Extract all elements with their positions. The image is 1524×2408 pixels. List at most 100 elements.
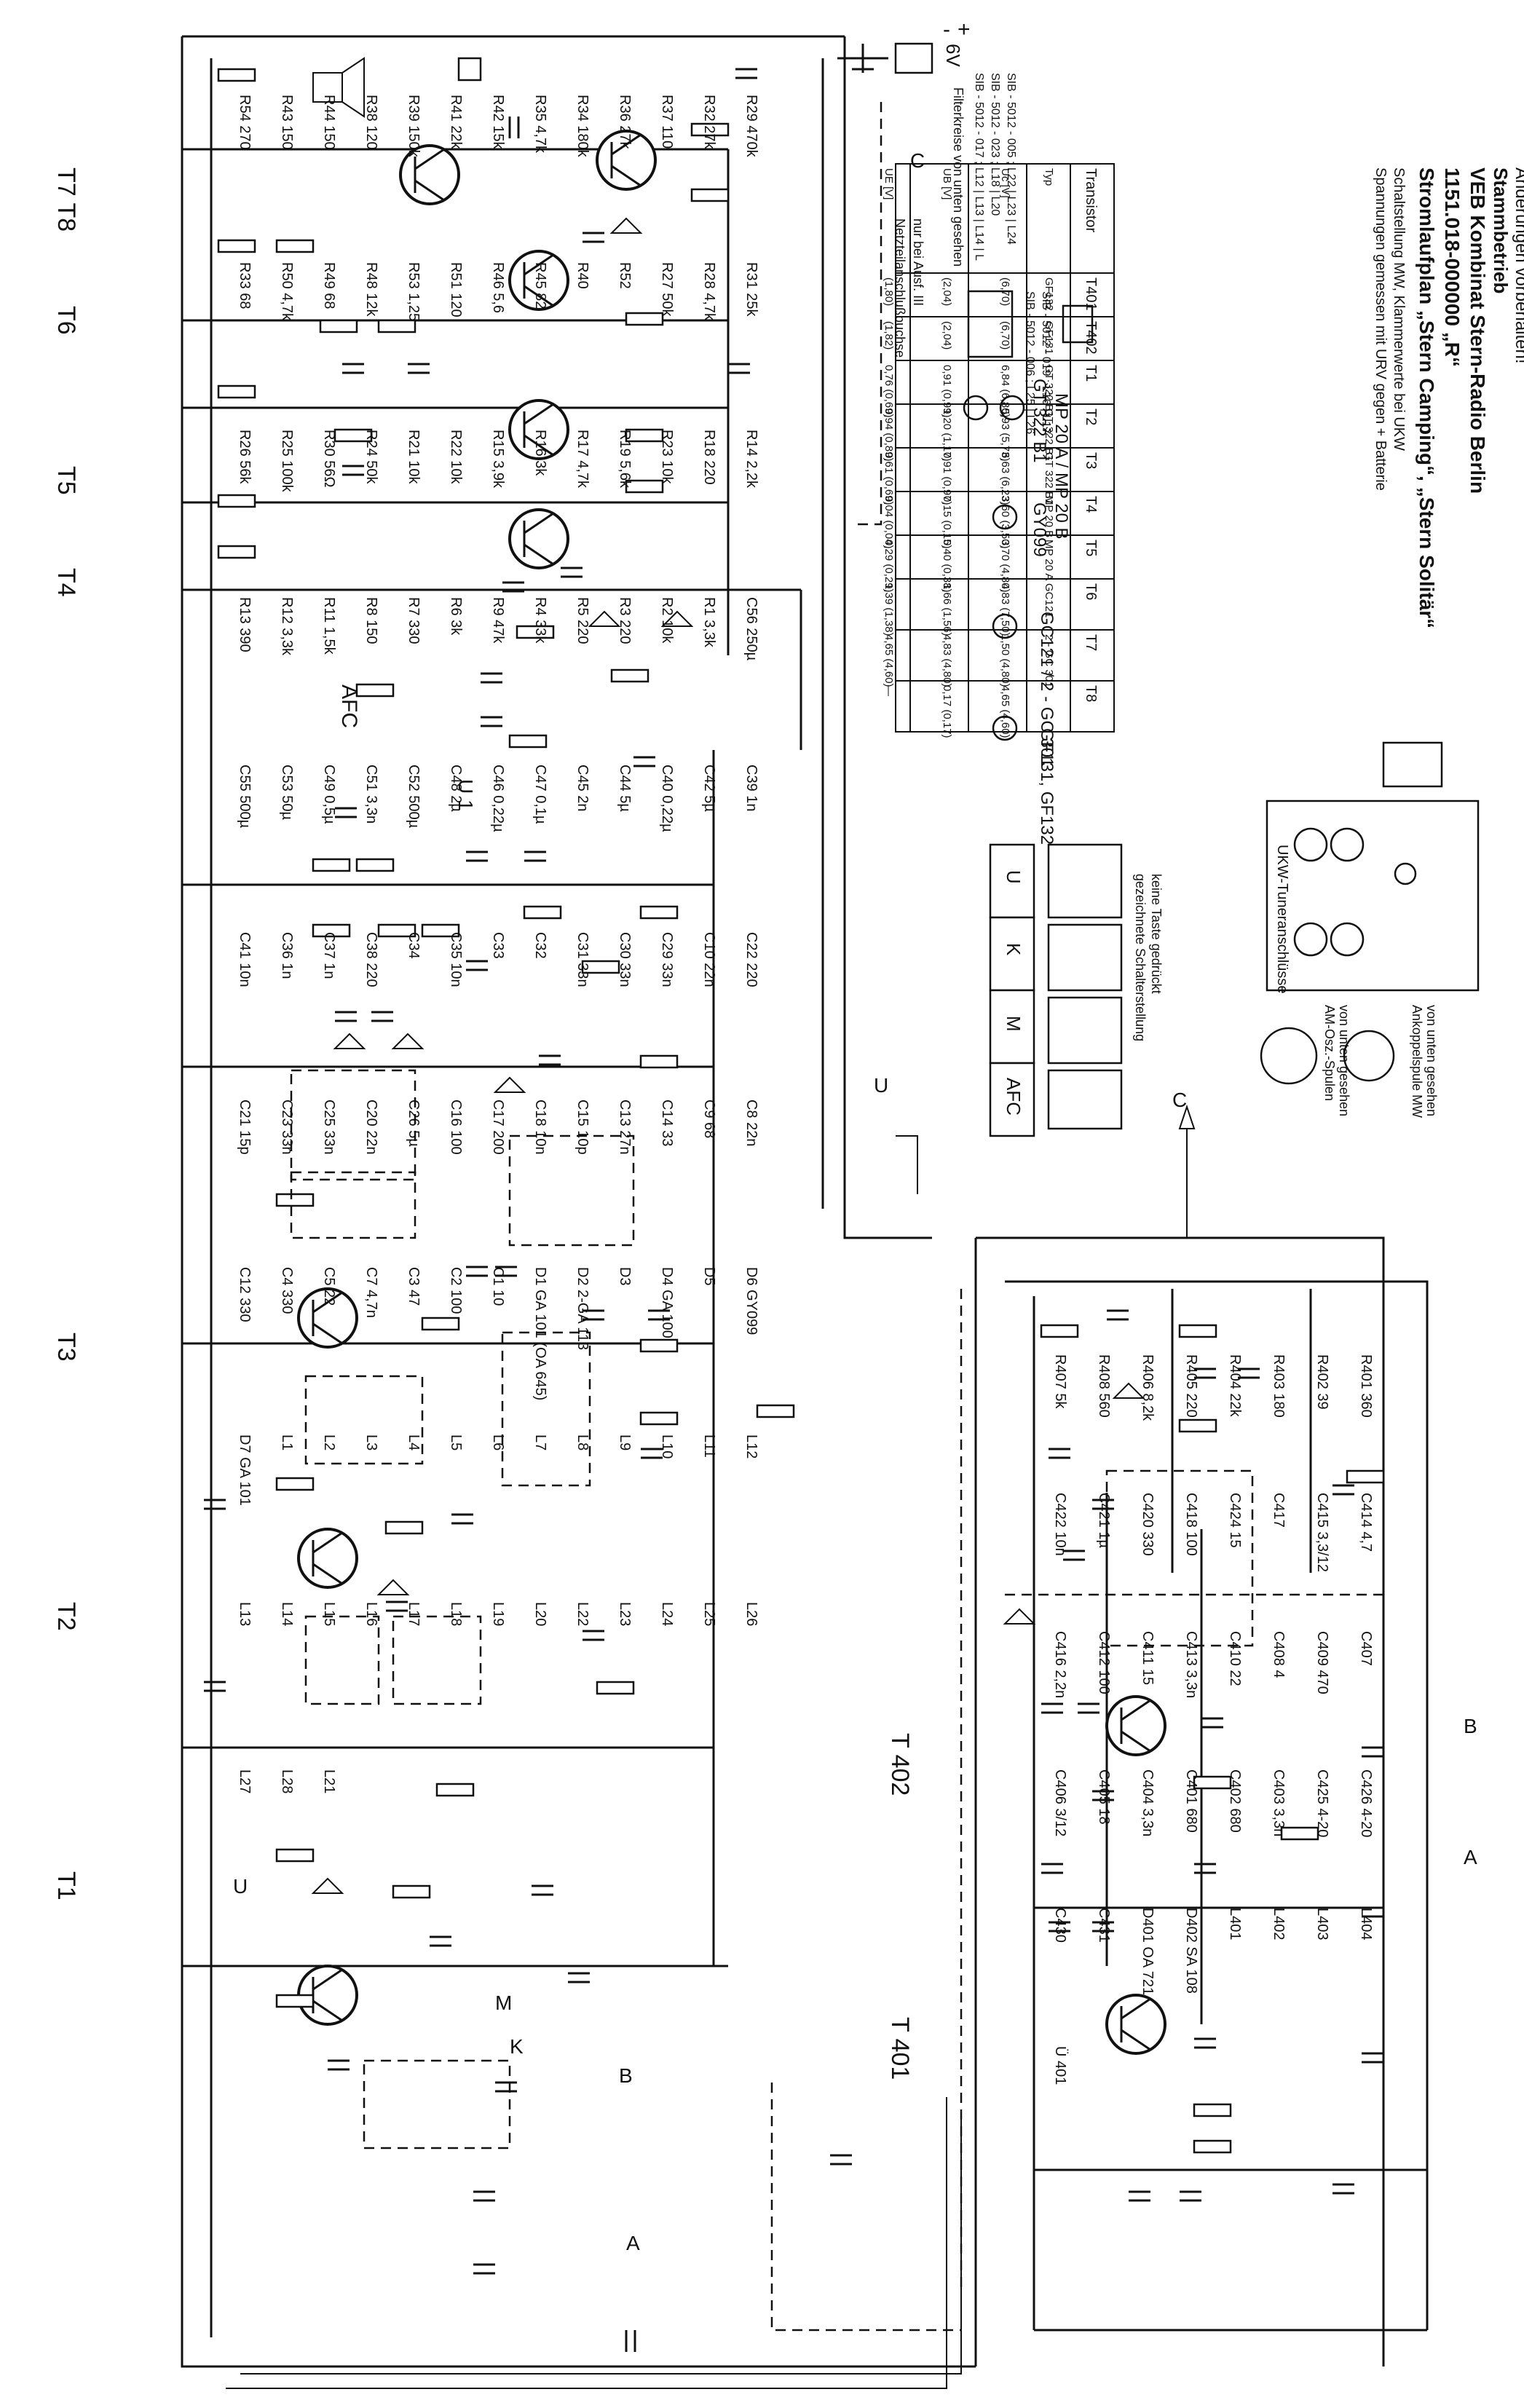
component-label: R44 150 (321, 95, 337, 150)
component-label: C42 5µ (701, 765, 717, 812)
component-label: R14 2,2k (743, 430, 759, 489)
component-label: C404 3,3n (1140, 1769, 1156, 1836)
table-cell: 6,84 (6,80) (999, 365, 1011, 418)
component-label: C409 470 (1314, 1631, 1330, 1694)
table-cell: 2 - GC 301 (1043, 634, 1055, 687)
label-t5: T5 (52, 466, 80, 495)
component-label: R403 180 (1271, 1354, 1287, 1418)
component-label: C32 (532, 932, 548, 959)
mark-u-top: U (874, 1074, 888, 1097)
pinout-gf131: GF131, GF132 (1037, 728, 1057, 845)
component-label: R43 150 (279, 95, 295, 150)
transistor-t402 (1105, 1695, 1166, 1756)
filter-label-4: SIB - 5012 - 005 ; L22 | L23 | L24 (1005, 73, 1017, 245)
component-label: C425 4-20 (1314, 1769, 1330, 1837)
filter-label-6: SIB - 5012 - 019 ; L16 | L17 (1040, 291, 1052, 434)
component-label: C16 100 (448, 1100, 464, 1155)
component-label: L1 (279, 1434, 295, 1450)
switch-caption-1: gezeichnete Schalterstellung (1133, 874, 1148, 1041)
component-label: R26 56k (237, 430, 253, 484)
table-cell: 1,66 (1,56) (941, 583, 953, 636)
mark-c-top: C (910, 149, 925, 172)
mark-a-left: A (626, 2232, 640, 2254)
coil-views: AM-Osz.-Spulen von unten gesehen Ankoppe… (1260, 1005, 1439, 1118)
component-label: C416 2,2n (1052, 1631, 1068, 1698)
label-t8-t7: T7 T8 (52, 167, 80, 232)
component-label: R21 10k (406, 430, 422, 484)
component-label: L18 (448, 1602, 464, 1626)
component-label: R13 390 (237, 597, 253, 652)
table-cell: 5,93 (5,73) (999, 408, 1011, 462)
component-label: R11 1,5k (321, 597, 337, 655)
component-label: R37 110 (659, 95, 675, 149)
component-label: L9 (617, 1434, 633, 1450)
table-cell: UB [V] (941, 168, 953, 200)
supply-minus: - (943, 17, 950, 42)
transistors (297, 130, 1166, 2055)
label-t1: T1 (52, 1871, 80, 1900)
component-label: R39 150k (406, 95, 422, 158)
component-label: C20 22n (363, 1100, 379, 1155)
component-label: L13 (237, 1602, 253, 1626)
component-label: C402 680 (1227, 1769, 1243, 1833)
component-label: C33 (490, 932, 506, 959)
component-label: L25 (701, 1602, 717, 1626)
component-label: L6 (490, 1434, 506, 1450)
component-label: R25 100k (279, 430, 295, 493)
component-label: R49 68 (321, 262, 337, 309)
table-cell: 4,65 (4,60) (999, 685, 1011, 738)
table-cell: 0,76 (0,69) (883, 365, 895, 418)
voltage-table: TransistorT401T402T1T2T3T4T5T6T7T8TypGF1… (883, 163, 1115, 738)
table-cell: MP 20 B (1043, 496, 1055, 537)
component-label: R16 3k (532, 430, 548, 476)
component-label: L19 (490, 1602, 506, 1626)
component-label: R38 120 (363, 95, 379, 150)
pinout-gc121: GC121 / 2 - GC 301 (1037, 612, 1057, 767)
transistor-t5 (508, 399, 569, 460)
table-cell: GC121 (1043, 583, 1055, 618)
mark-k: K (510, 2035, 524, 2058)
pinout-diagrams: GT 322 B1 MP 20 A / MP 20 B GY099 GC121 … (963, 379, 1071, 845)
filter-label-3: SIB - 5012 - 023 ; L18 | L20 (989, 73, 1001, 216)
table-cell: 3,70 (4,80) (999, 540, 1011, 593)
component-label: R51 120 (448, 262, 464, 317)
component-label: C414 4,7 (1358, 1493, 1374, 1552)
voltage-table-cells: TransistorT401T402T1T2T3T4T5T6T7T8TypGF1… (883, 168, 1099, 738)
table-header-cell: T5 (1083, 540, 1099, 556)
transistor-t8 (596, 130, 657, 191)
table-cell: 0,17 (0,17) (941, 685, 953, 738)
component-label: R408 560 (1096, 1354, 1112, 1418)
mark-u-t1: U (233, 1875, 248, 1898)
table-cell: MP 20 A (1043, 540, 1055, 580)
component-label: C412 100 (1096, 1631, 1112, 1694)
title-line-5: Änderungen vorbehalten! (1512, 167, 1524, 364)
component-label: R42 15k (490, 95, 506, 149)
component-label: R48 12k (363, 262, 379, 317)
component-label: R5 220 (575, 597, 591, 644)
component-label: R29 470k (743, 95, 759, 158)
title-line-3: VEB Kombinat Stern-Radio Berlin (1466, 167, 1489, 494)
pinout-mp20: MP 20 A / MP 20 B (1051, 393, 1071, 540)
table-cell: (1,80) (883, 277, 895, 306)
component-label: C21 15p (237, 1100, 253, 1155)
component-label: C431 (1096, 1908, 1112, 1943)
table-cell: Typ (1043, 168, 1055, 186)
component-label: L12 (743, 1434, 759, 1458)
component-label: L11 (701, 1434, 717, 1458)
component-label: R50 4,7k (279, 262, 295, 321)
component-label: D1 GA 101 (OA 645) (532, 1267, 548, 1400)
component-label: R32 27k (701, 95, 717, 149)
supply-plus: + (958, 17, 971, 42)
table-cell: 4,83 (4,80) (941, 634, 953, 687)
component-label: C415 3,3/12 (1314, 1493, 1330, 1572)
table-cell: UE [V] (883, 168, 895, 200)
component-label: C420 330 (1140, 1493, 1156, 1556)
component-label: R12 3,3k (279, 597, 295, 656)
component-label: C13 27n (617, 1100, 633, 1155)
component-label: D7 GA 101 (237, 1434, 253, 1506)
component-label: R18 220 (701, 430, 717, 485)
component-label: C48 2µ (448, 765, 464, 812)
component-label: R3 220 (617, 597, 633, 644)
component-label: L24 (659, 1602, 675, 1626)
label-t4: T4 (52, 568, 80, 597)
